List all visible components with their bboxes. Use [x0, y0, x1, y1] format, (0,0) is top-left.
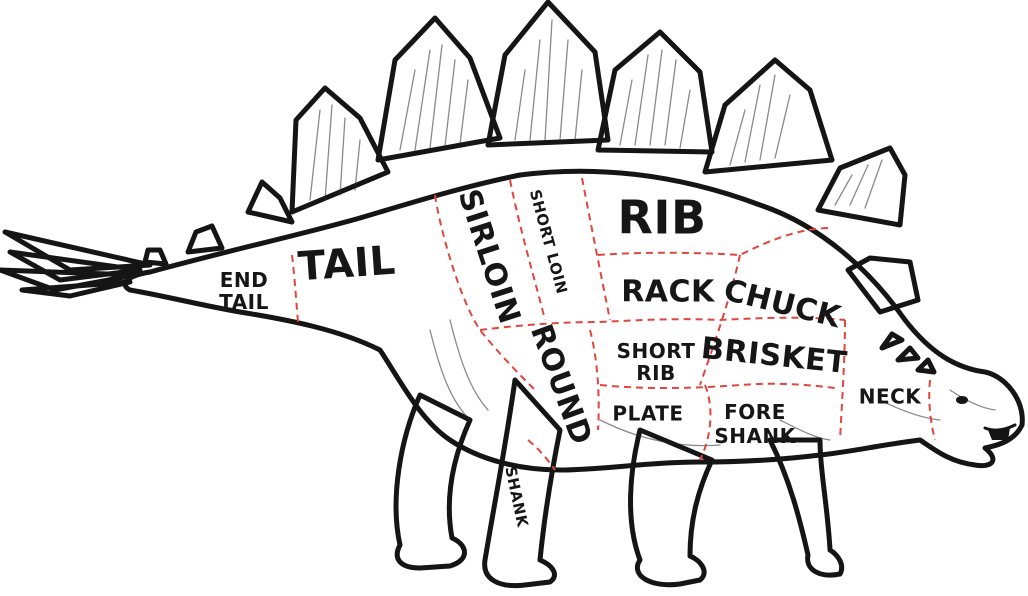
- cut-label-rack: RACK: [621, 275, 716, 310]
- cut-label-tail: TAIL: [297, 238, 397, 291]
- cut-label-shank: SHANK: [501, 465, 532, 530]
- dorsal-plates: [142, 0, 937, 375]
- head-detail: [956, 396, 1017, 440]
- cut-label-plate: PLATE: [612, 402, 683, 426]
- cut-label-short-loin: SHORT LOIN: [526, 188, 571, 296]
- cut-label-chuck: CHUCK: [720, 273, 845, 336]
- butcher-cut-lines: [291, 177, 936, 471]
- cut-label-neck: NECK: [859, 385, 923, 409]
- tail-spikes: [0, 229, 153, 299]
- legs: [393, 377, 845, 589]
- plate-hatching: [309, 19, 883, 209]
- body-outline: [122, 168, 1025, 473]
- cut-label-round: ROUND: [523, 320, 599, 450]
- cut-label-brisket: BRISKET: [699, 331, 848, 381]
- cut-label-rib: RIB: [617, 191, 706, 245]
